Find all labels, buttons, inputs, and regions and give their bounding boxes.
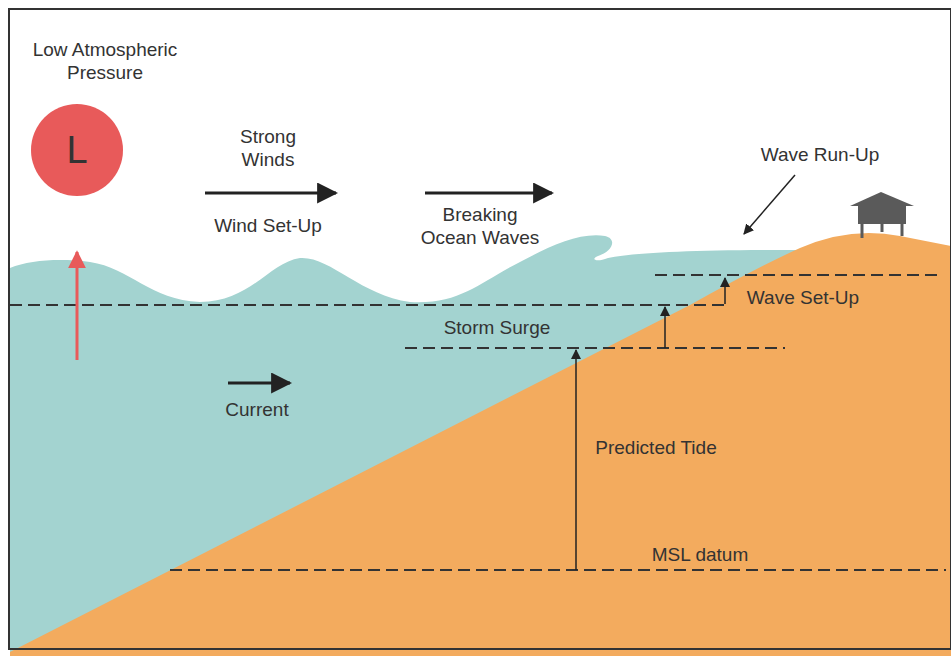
current-arrow [228, 382, 290, 385]
low-pressure-circle: L [31, 104, 123, 196]
predicted-tide-line [405, 347, 785, 349]
wave-arrow [425, 192, 552, 195]
run-up-leader [744, 175, 795, 234]
waves-label: Breaking Ocean Waves [418, 203, 543, 249]
house [850, 192, 914, 238]
wind-setup-label: Wind Set-Up [198, 214, 338, 237]
surge-arrow [664, 307, 666, 348]
wave-setup-label: Wave Set-Up [743, 286, 863, 309]
node-heading: Low Atmospheric Pressure [20, 38, 190, 84]
beach-sand [10, 233, 951, 656]
wind-label: Strong Winds [223, 125, 313, 171]
predicted-tide-label: Predicted Tide [581, 436, 731, 459]
setup-arrow [724, 278, 726, 304]
msl-datum-line [170, 569, 946, 571]
frame [9, 9, 951, 649]
run-up-label: Wave Run-Up [750, 143, 890, 166]
wind-arrow [205, 192, 336, 195]
wave-setup-line [655, 274, 940, 276]
pressure-rise-arrow [76, 252, 79, 360]
storm-surge-label: Storm Surge [432, 316, 562, 339]
pressure-symbol: L [66, 129, 87, 172]
tide-arrow [575, 350, 577, 570]
storm-surge-line [10, 304, 730, 306]
current-label: Current [207, 398, 307, 421]
msl-label: MSL datum [635, 543, 765, 566]
pressure-system: Low Atmospheric PressureL [20, 38, 190, 196]
